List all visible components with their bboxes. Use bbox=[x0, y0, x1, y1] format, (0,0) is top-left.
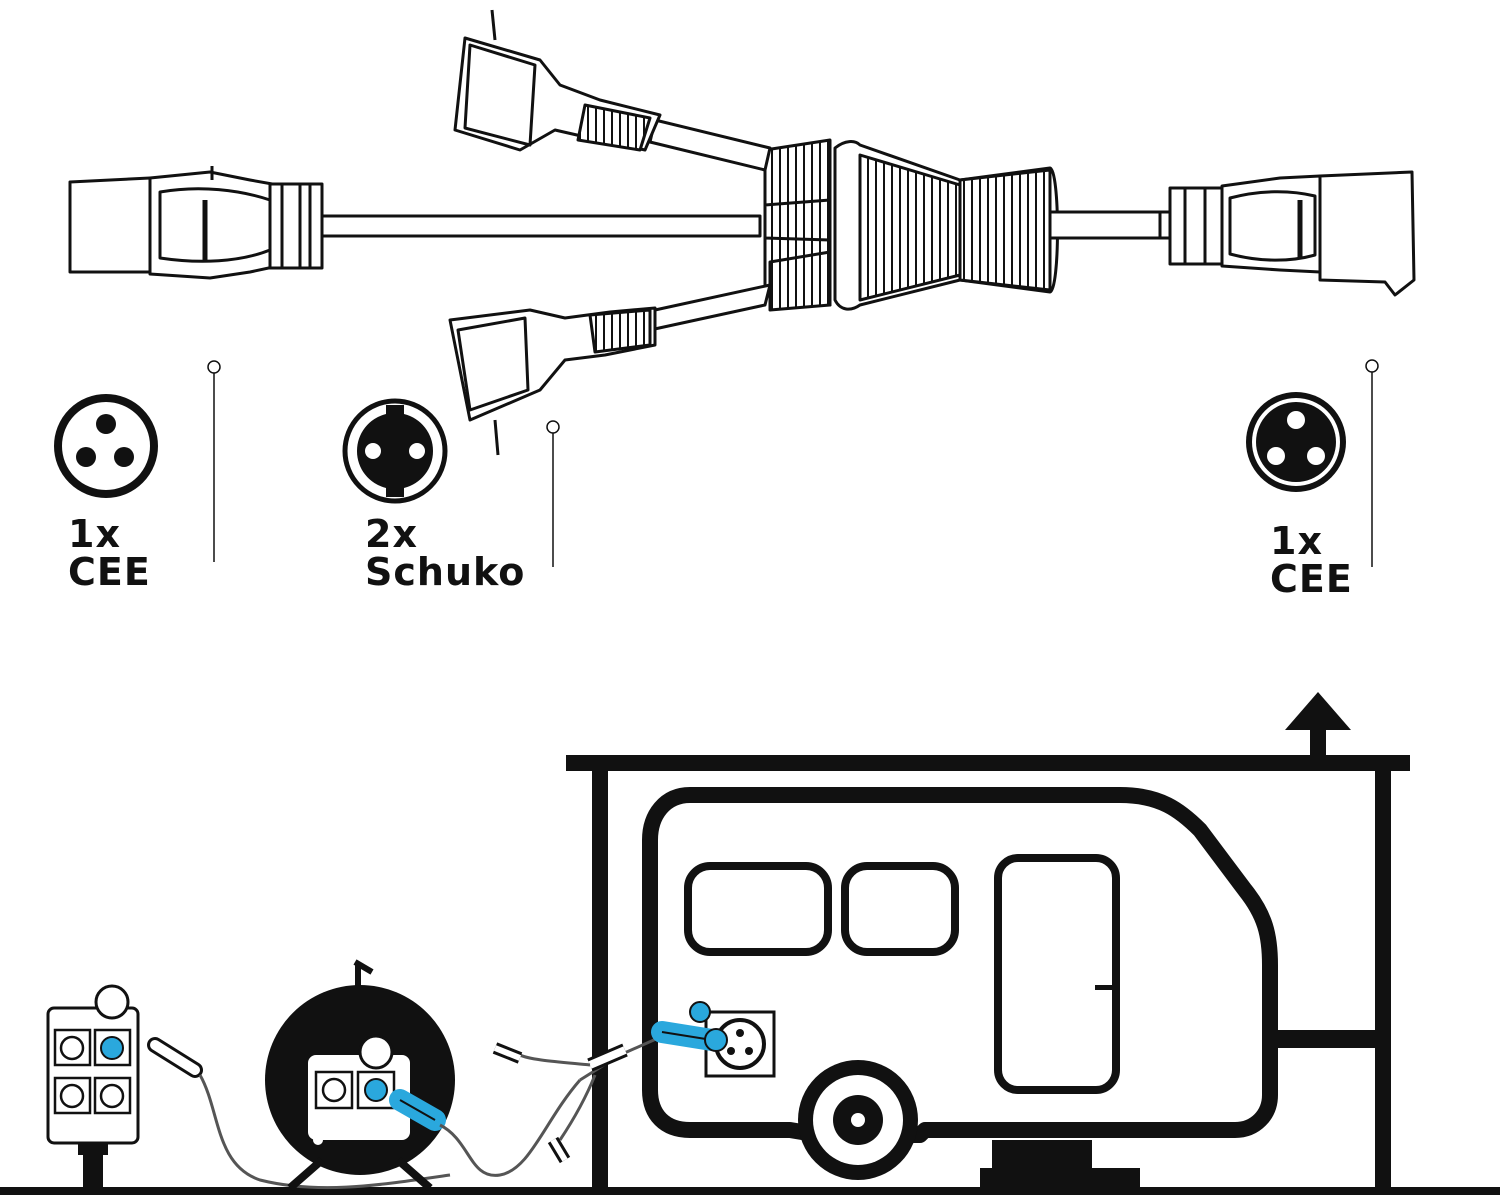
cee-plug-left bbox=[68, 166, 324, 280]
distribution-post bbox=[46, 984, 140, 1190]
caravan-door bbox=[994, 854, 1120, 1094]
caravan bbox=[642, 787, 1378, 1188]
label-left-count: 1x bbox=[68, 512, 121, 556]
caravan-jack bbox=[992, 1140, 1092, 1170]
caravan-window-left bbox=[684, 862, 832, 956]
leader-line-left bbox=[207, 360, 221, 562]
carport-shelter bbox=[566, 692, 1410, 1189]
leader-line-middle bbox=[546, 420, 560, 567]
label-left-cee: 1x CEE bbox=[68, 515, 151, 591]
label-right-count: 1x bbox=[1270, 519, 1323, 563]
label-left-type: CEE bbox=[68, 550, 151, 594]
label-right-cee: 1x CEE bbox=[1270, 522, 1353, 598]
cee-socket-right bbox=[1158, 170, 1416, 297]
caravan-window-right bbox=[841, 862, 959, 956]
caravan-wheel bbox=[798, 1060, 918, 1180]
cee-symbol-right bbox=[1246, 392, 1346, 492]
label-middle-type: Schuko bbox=[365, 550, 526, 594]
schuko-socket-upper bbox=[453, 9, 772, 172]
schuko-socket-lower bbox=[448, 283, 772, 456]
adapter-cable bbox=[68, 9, 1416, 456]
label-middle-schuko: 2x Schuko bbox=[365, 515, 525, 591]
scene-adapter bbox=[439, 1001, 728, 1177]
leader-line-right bbox=[1365, 359, 1379, 567]
post-plug-cable bbox=[147, 1037, 451, 1190]
label-middle-count: 2x bbox=[365, 512, 418, 556]
splitter-body bbox=[763, 138, 1162, 312]
ground-line bbox=[0, 1187, 1500, 1195]
cable-reel bbox=[265, 959, 455, 1192]
schuko-symbol bbox=[342, 398, 448, 504]
cee-symbol-left bbox=[54, 394, 158, 498]
label-right-type: CEE bbox=[1270, 557, 1353, 601]
